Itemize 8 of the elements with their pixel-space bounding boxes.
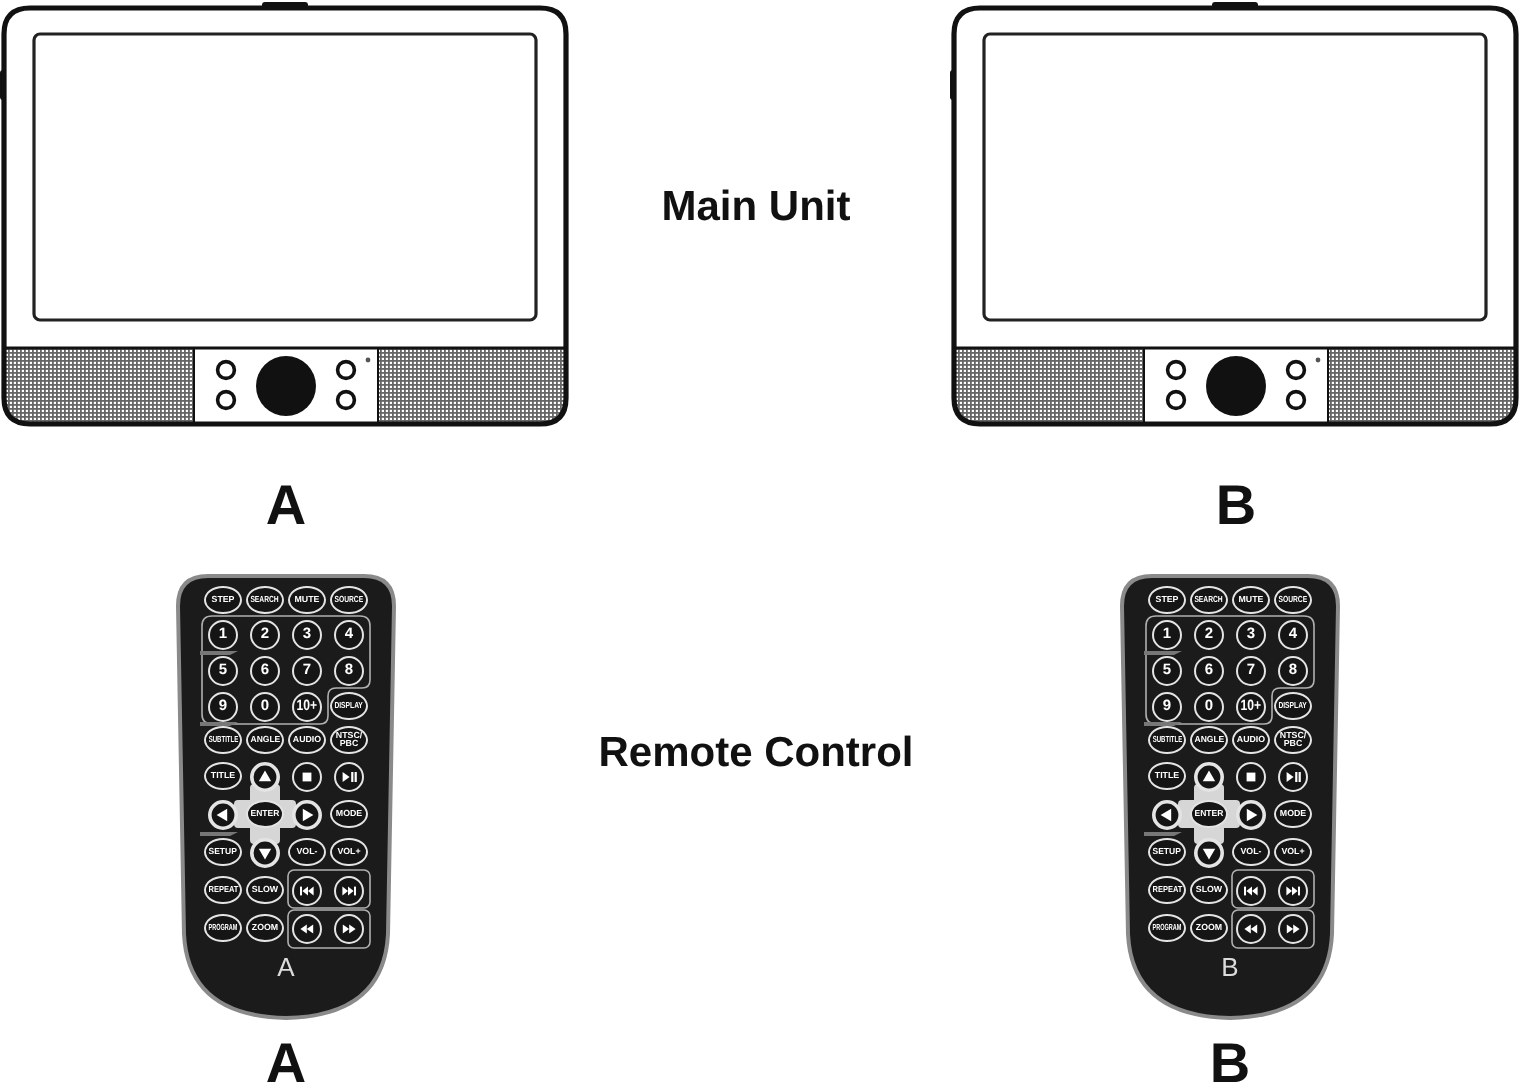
section-label: Remote Control: [598, 732, 914, 774]
unit-letter: B: [1209, 1036, 1251, 1090]
unit-letter: A: [265, 478, 307, 534]
model-letter: B: [1221, 954, 1239, 980]
unit-letter: A: [265, 1036, 307, 1090]
model-letter: A: [277, 954, 295, 980]
unit-letter: B: [1215, 478, 1257, 534]
section-label: Main Unit: [661, 186, 851, 228]
